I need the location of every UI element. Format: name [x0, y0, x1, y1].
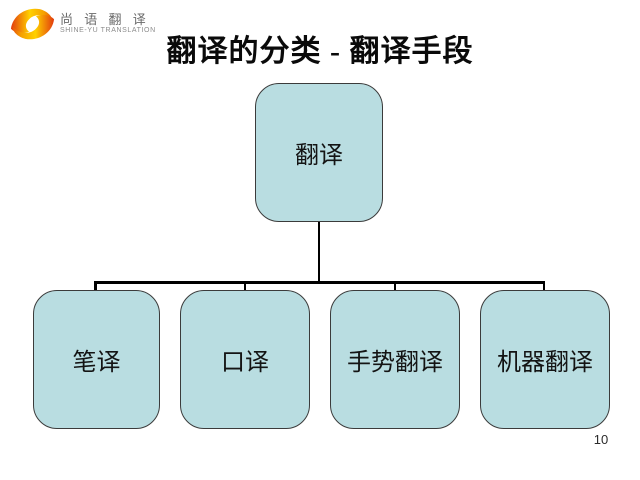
node-label: 翻译 [295, 143, 343, 169]
node-label: 手势翻译 [347, 350, 443, 376]
brand-name-en: SHINE-YU TRANSLATION [60, 27, 156, 34]
brand-logo: 尚 语 翻 译 SHINE-YU TRANSLATION [10, 5, 156, 43]
brand-name-cn: 尚 语 翻 译 [60, 12, 150, 27]
page-number: 10 [593, 432, 609, 447]
diagram-node-oral: 口译 [180, 290, 310, 429]
diagram-node-machine: 机器翻译 [480, 290, 610, 429]
diagram-node-written: 笔译 [33, 290, 160, 429]
diagram-node-root: 翻译 [255, 83, 383, 222]
connector-drop-3 [393, 281, 397, 291]
connector-horizontal [94, 281, 545, 284]
node-label: 口译 [221, 350, 269, 376]
node-label: 笔译 [72, 350, 121, 376]
node-label: 机器翻译 [497, 350, 593, 376]
slide-title: 翻译的分类 - 翻译手段 [166, 35, 474, 68]
connector-drop-2 [243, 281, 247, 291]
swirl-logo-icon [10, 8, 55, 40]
diagram-node-gesture: 手势翻译 [330, 290, 460, 429]
connector-drop-1 [94, 281, 97, 291]
connector-drop-4 [542, 281, 546, 291]
brand-text: 尚 语 翻 译 SHINE-YU TRANSLATION [60, 13, 156, 35]
connector-root-vertical [317, 221, 321, 282]
